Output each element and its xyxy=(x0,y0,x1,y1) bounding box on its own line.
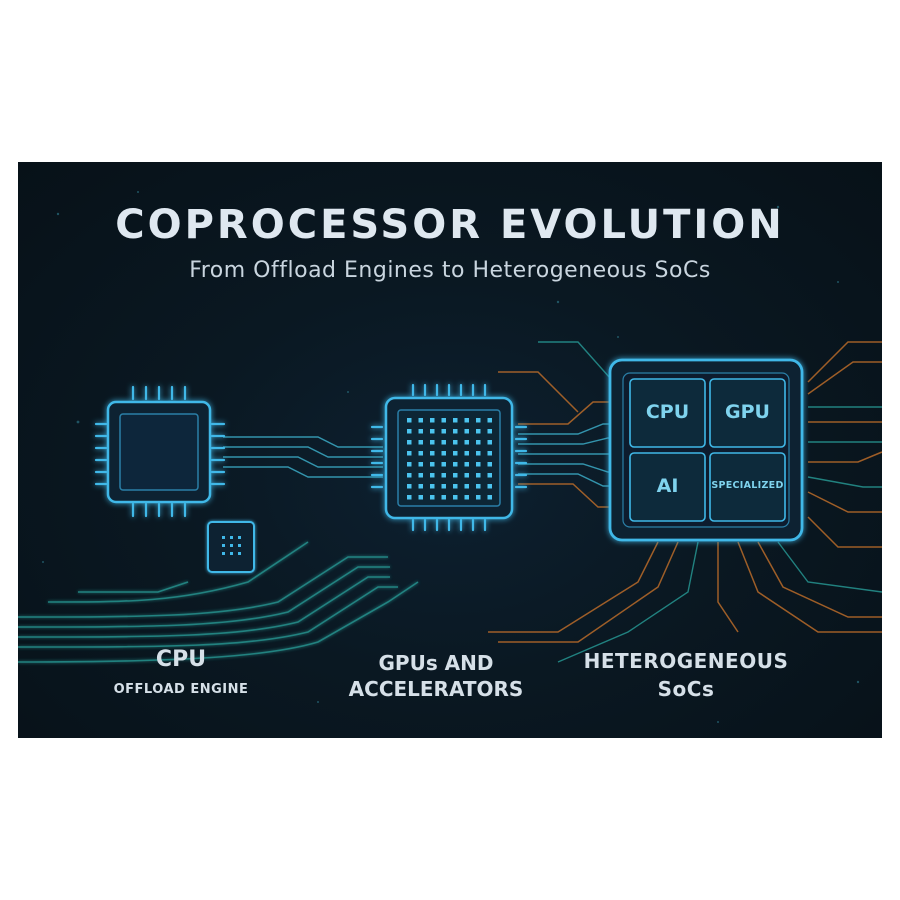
gpu-core-dot xyxy=(464,462,469,467)
gpu-core-dot xyxy=(476,418,481,423)
background-dots xyxy=(42,191,860,723)
gpu-core-dot xyxy=(430,429,435,434)
gpu-core-dot xyxy=(464,418,469,423)
gpu-core-dot xyxy=(418,418,423,423)
gpu-core-dot xyxy=(476,429,481,434)
gpu-core-dot xyxy=(487,429,492,434)
gpu-core-dot xyxy=(453,484,458,489)
gpu-core-dot xyxy=(476,473,481,478)
gpu-core-dot xyxy=(441,451,446,456)
gpu-core-dot xyxy=(407,495,412,500)
gpu-core-dot xyxy=(453,418,458,423)
gpu-core-dot xyxy=(430,484,435,489)
page-title: COPROCESSOR EVOLUTION xyxy=(115,202,785,248)
gpu-core-dot xyxy=(464,451,469,456)
soc-cell-specialized-label: SPECIALIZED xyxy=(711,480,784,491)
infographic-panel: CPU GPU AI SPECIALIZED COPROCESSOR EVOLU… xyxy=(18,162,882,738)
gpu-core-grid xyxy=(407,418,492,500)
gpu-core-dot xyxy=(476,495,481,500)
stage-label-soc-line1: HETEROGENEOUS xyxy=(583,649,789,673)
stage-label-gpu: GPUs AND ACCELERATORS xyxy=(336,650,536,702)
stage-label-cpu: CPU xyxy=(155,647,207,672)
gpu-core-dot xyxy=(418,473,423,478)
gpu-core-dot xyxy=(487,451,492,456)
offload-engine-chip xyxy=(207,521,255,573)
gpu-core-dot xyxy=(476,462,481,467)
gpu-core-dot xyxy=(418,462,423,467)
gpu-core-dot xyxy=(464,440,469,445)
gpu-core-dot xyxy=(407,418,412,423)
gpu-core-dot xyxy=(476,484,481,489)
gpu-core-dot xyxy=(430,495,435,500)
stage-label-gpu-line2: ACCELERATORS xyxy=(348,677,524,701)
gpu-core-dot xyxy=(407,451,412,456)
soc-cell-gpu xyxy=(709,378,786,448)
gpu-core-dot xyxy=(418,429,423,434)
orange-traces xyxy=(488,341,882,643)
gpu-core-dot xyxy=(441,440,446,445)
stage-label-gpu-line1: GPUs AND xyxy=(378,651,494,675)
gpu-core-dot xyxy=(453,473,458,478)
gpu-core-dot xyxy=(476,440,481,445)
interconnect-traces xyxy=(223,423,616,487)
gpu-core-dot xyxy=(407,473,412,478)
teal-traces xyxy=(18,541,419,663)
circuit-diagram xyxy=(18,191,882,723)
gpu-core-dot xyxy=(441,462,446,467)
soc-cell-cpu-label: CPU xyxy=(645,401,690,423)
gpu-core-dot xyxy=(407,462,412,467)
gpu-core-dot xyxy=(464,495,469,500)
page-subtitle: From Offload Engines to Heterogeneous So… xyxy=(189,258,711,283)
gpu-core-dot xyxy=(487,484,492,489)
teal-right-traces xyxy=(538,341,882,663)
gpu-core-dot xyxy=(453,495,458,500)
gpu-core-dot xyxy=(487,418,492,423)
gpu-core-dot xyxy=(441,429,446,434)
gpu-core-dot xyxy=(487,440,492,445)
gpu-core-dot xyxy=(453,451,458,456)
gpu-core-dot xyxy=(407,429,412,434)
gpu-core-dot xyxy=(441,473,446,478)
gpu-core-dot xyxy=(418,440,423,445)
soc-cell-cpu xyxy=(629,378,706,448)
gpu-core-dot xyxy=(464,473,469,478)
gpu-core-dot xyxy=(430,451,435,456)
gpu-core-dot xyxy=(453,440,458,445)
gpu-core-dot xyxy=(453,462,458,467)
gpu-core-dot xyxy=(430,418,435,423)
gpu-core-dot xyxy=(441,495,446,500)
gpu-core-dot xyxy=(487,462,492,467)
gpu-core-dot xyxy=(430,462,435,467)
soc-cell-ai-label: AI xyxy=(656,475,679,497)
gpu-core-dot xyxy=(407,440,412,445)
soc-cell-ai xyxy=(629,452,706,522)
soc-chip xyxy=(608,358,804,542)
gpu-core-dot xyxy=(453,429,458,434)
gpu-core-dot xyxy=(441,484,446,489)
gpu-core-dot xyxy=(430,473,435,478)
stage-label-soc: HETEROGENEOUS SoCs xyxy=(573,647,799,703)
gpu-core-dot xyxy=(464,484,469,489)
gpu-core-dot xyxy=(464,429,469,434)
stage-sublabel-offload: OFFLOAD ENGINE xyxy=(113,682,249,697)
stage-label-soc-line2: SoCs xyxy=(657,677,715,701)
gpu-core-dot xyxy=(407,484,412,489)
gpu-core-dot xyxy=(418,484,423,489)
gpu-core-dot xyxy=(418,495,423,500)
gpu-core-dot xyxy=(430,440,435,445)
gpu-core-dot xyxy=(441,418,446,423)
soc-cell-gpu-label: GPU xyxy=(725,401,770,423)
gpu-core-dot xyxy=(418,451,423,456)
gpu-core-dot xyxy=(476,451,481,456)
soc-cell-specialized xyxy=(709,452,786,522)
gpu-core-dot xyxy=(487,495,492,500)
gpu-chip xyxy=(370,383,528,532)
cpu-chip xyxy=(94,385,226,518)
gpu-core-dot xyxy=(487,473,492,478)
